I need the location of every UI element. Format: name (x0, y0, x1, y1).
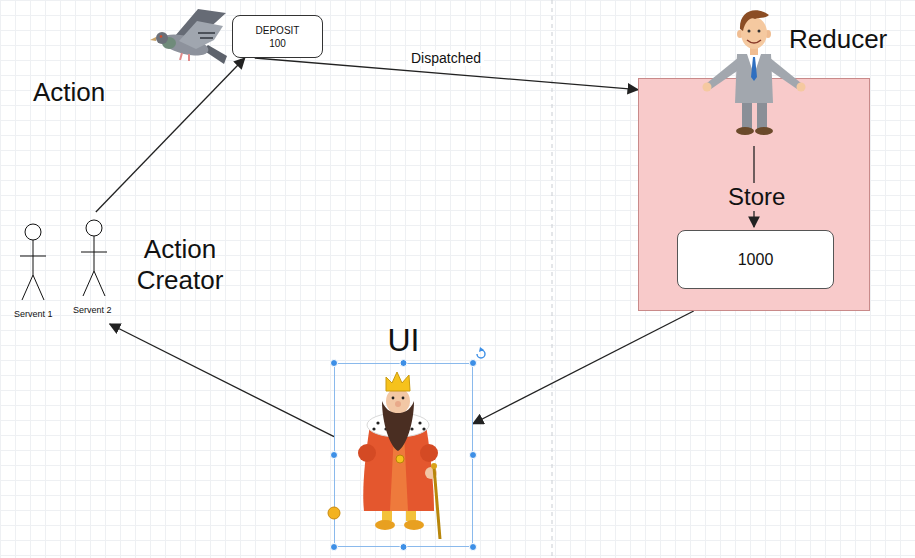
pigeon-illustration (150, 9, 227, 64)
servant-figures (10, 212, 130, 307)
reducer-heading: Reducer (789, 24, 887, 54)
action-creator-heading: Action Creator (122, 234, 238, 296)
flow-arrow (96, 58, 245, 212)
selection-handles (331, 360, 477, 551)
king-figure (328, 372, 440, 539)
store-label: Store (725, 183, 788, 211)
action-heading: Action (33, 77, 105, 107)
separator-line (552, 0, 553, 558)
stick-figure (20, 224, 46, 300)
store-region: ReducerStore1000 (638, 78, 870, 311)
action-creator-group: Servent 1 Servent 2 Action Creator (10, 212, 242, 324)
flow-arrow (473, 311, 694, 424)
ui-heading: UI (335, 322, 472, 358)
state-value-box: 1000 (677, 230, 834, 289)
servant-label: Servent 2 (73, 305, 112, 316)
action-type: DEPOSIT (256, 24, 300, 37)
stick-figure (81, 220, 107, 296)
ui-selection-box: UI (334, 363, 473, 547)
rotate-handle (477, 347, 485, 358)
state-value: 1000 (738, 250, 774, 270)
flow-arrow (110, 324, 334, 437)
action-payload: 100 (269, 37, 286, 50)
edge-label: Dispatched (408, 50, 484, 66)
king-illustration (334, 363, 473, 547)
servant-label: Servent 1 (14, 309, 53, 320)
action-message-box: DEPOSIT100 (232, 15, 323, 58)
